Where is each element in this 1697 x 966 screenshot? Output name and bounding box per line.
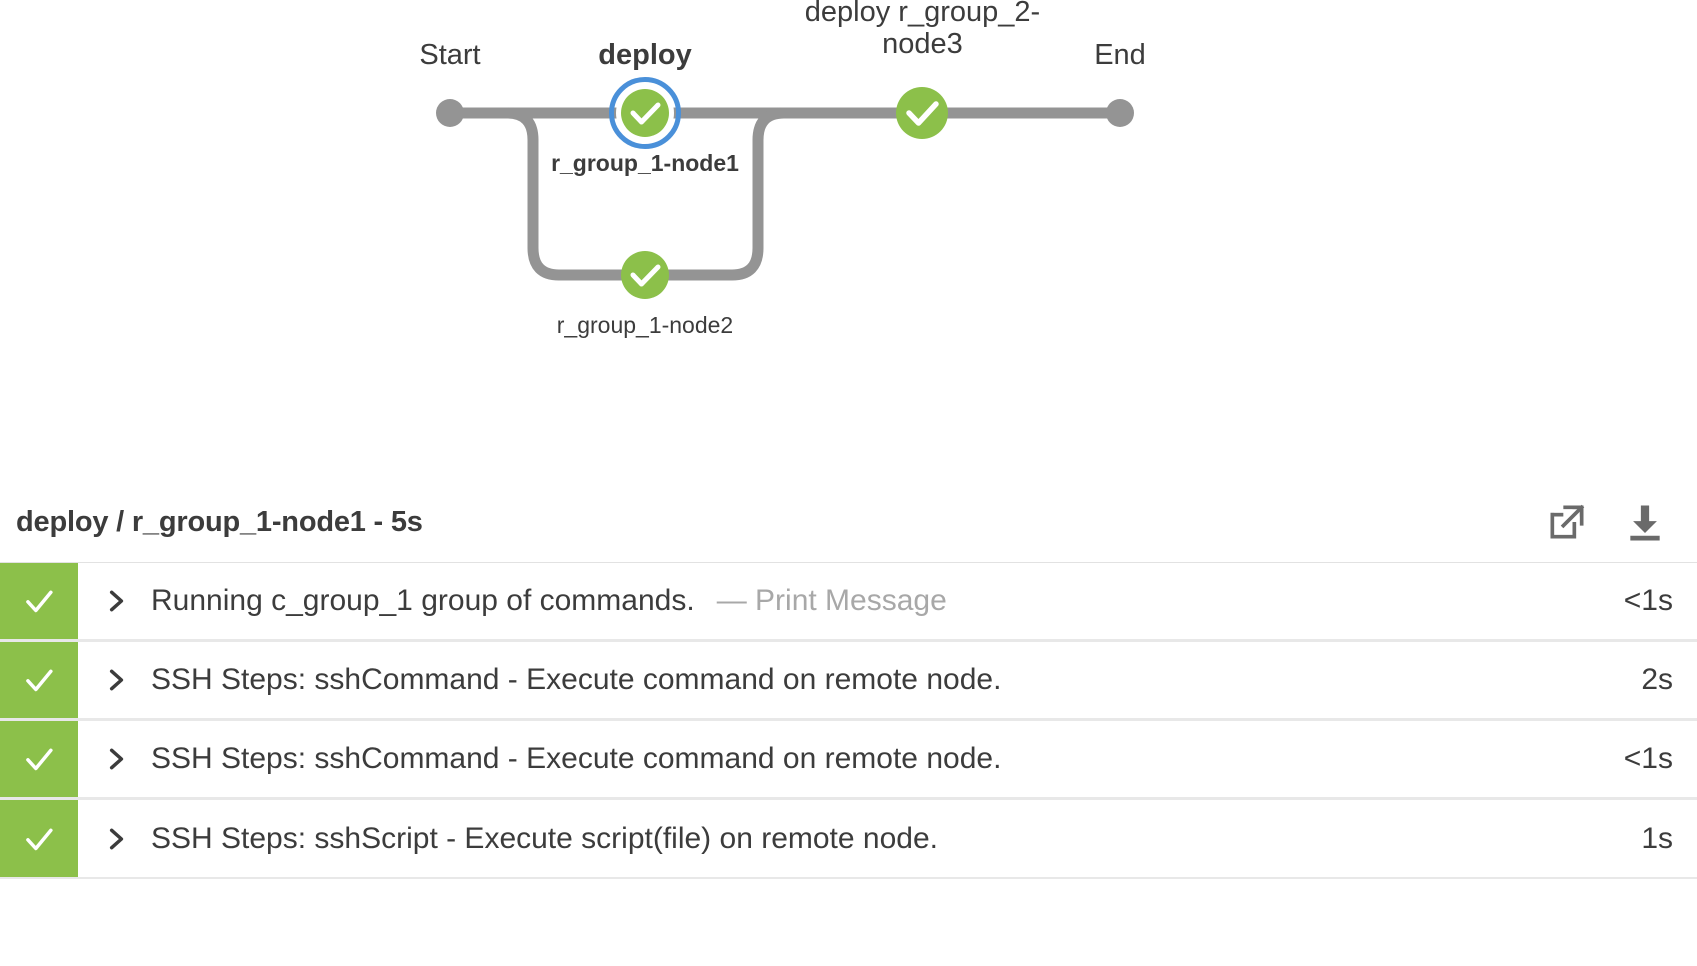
stage-label-deploy-r_group_2-node3: deploy r_group_2- node3 (804, 0, 1041, 60)
row-text: SSH Steps: sshCommand - Execute command … (151, 663, 1002, 696)
row-body: SSH Steps: sshCommand - Execute command … (78, 642, 1621, 718)
check-icon (26, 669, 53, 692)
row-status-success (0, 563, 78, 639)
log-panel: deploy / r_group_1-node1 - 5s (0, 470, 1697, 879)
row-duration: 1s (1641, 821, 1673, 855)
row-body: SSH Steps: sshCommand - Execute command … (78, 721, 1604, 797)
row-duration: <1s (1623, 742, 1673, 775)
pipeline-connectors (436, 77, 1134, 299)
end-terminal-dot (1106, 99, 1134, 127)
log-row[interactable]: SSH Steps: sshScript - Execute script(fi… (0, 800, 1697, 879)
check-icon (630, 102, 661, 125)
row-annotation: — Print Message (716, 584, 947, 617)
node-selection-ring (609, 77, 681, 149)
log-header: deploy / r_group_1-node1 - 5s (0, 470, 1697, 562)
row-body: Running c_group_1 group of commands. — P… (78, 563, 1604, 639)
row-text: SSH Steps: sshScript - Execute script(fi… (151, 821, 938, 855)
row-status-success (0, 800, 78, 877)
row-status-success (0, 642, 78, 718)
chevron-right-icon[interactable] (103, 746, 129, 772)
row-text: Running c_group_1 group of commands. (151, 584, 695, 617)
stage-label-start: Start (419, 39, 481, 71)
start-terminal-dot (436, 99, 464, 127)
stage-node-r_group_1-node1[interactable] (621, 89, 669, 137)
download-icon[interactable] (1623, 500, 1667, 544)
node-label-r_group_1-node1: r_group_1-node1 (551, 150, 739, 176)
node-label-r_group_1-node2: r_group_1-node2 (556, 312, 734, 338)
stage-label-deploy: deploy (598, 39, 692, 71)
chevron-right-icon[interactable] (103, 667, 129, 693)
chevron-right-icon[interactable] (103, 826, 129, 852)
log-title: deploy / r_group_1-node1 - 5s (16, 505, 423, 538)
open-in-new-window-icon[interactable] (1545, 500, 1589, 544)
check-icon (26, 748, 53, 771)
pipeline-graph: Start deploy deploy r_group_2- node3 End… (0, 0, 1697, 470)
check-icon (26, 590, 53, 613)
stage-node-r_group_1-node2[interactable] (621, 251, 669, 299)
log-row[interactable]: Running c_group_1 group of commands. — P… (0, 563, 1697, 642)
log-row[interactable]: SSH Steps: sshCommand - Execute command … (0, 721, 1697, 800)
check-icon (630, 264, 661, 287)
connector-branch-to-node2 (506, 107, 645, 281)
chevron-right-icon[interactable] (103, 588, 129, 614)
log-row[interactable]: SSH Steps: sshCommand - Execute command … (0, 642, 1697, 721)
row-duration: 2s (1641, 663, 1673, 696)
row-body: SSH Steps: sshScript - Execute script(fi… (78, 800, 1621, 877)
log-rows: Running c_group_1 group of commands. — P… (0, 562, 1697, 879)
stage-node-r_group_2-node3[interactable] (896, 87, 948, 139)
row-text: SSH Steps: sshCommand - Execute command … (151, 742, 1002, 775)
stage-label-end: End (1094, 39, 1146, 71)
log-actions (1545, 500, 1679, 544)
row-status-success (0, 721, 78, 797)
connector-node2-merge (645, 107, 785, 281)
row-duration: <1s (1623, 584, 1673, 617)
check-icon (26, 828, 53, 850)
check-icon (906, 101, 939, 126)
